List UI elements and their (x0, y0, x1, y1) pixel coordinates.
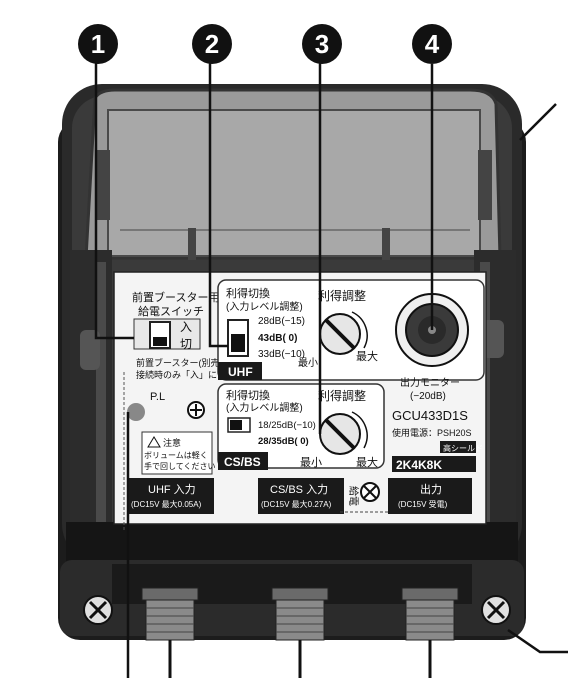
uhf-input-spec: (DC15V 最大0.05A) (131, 499, 202, 509)
csbs-adjust-min: 最小 (300, 456, 322, 469)
feed-switch-note-2: 接続時のみ「入」にす (136, 369, 226, 380)
model-info: GCU433D1S 使用電源：PSH20S 高シールド 2K4K8K (392, 408, 483, 472)
csbs-gain-title-1: 利得切換 (226, 389, 270, 402)
model-name: GCU433D1S (392, 408, 468, 423)
feed-switch-off: 切 (180, 337, 192, 351)
uhf-gain-switch-knob (231, 334, 245, 352)
pl-lamp (127, 403, 145, 421)
caution-line2: ボリュームは軽く (144, 451, 208, 460)
marker-4-label: 4 (425, 29, 440, 59)
left-lower-section: P.L 注意 ボリュームは軽く 手で回してください (123, 372, 216, 530)
feed-switch-section: 前置ブースター用 給電スイッチ 入 切 前置ブースター(別売) 接続時のみ「入」… (132, 290, 226, 380)
marker-4 (412, 24, 452, 64)
caution-line1: 注意 (163, 437, 181, 448)
marker-3-label: 3 (315, 29, 329, 59)
csbs-band-label: CS/BS (224, 455, 261, 469)
mount-screw-right-icon (481, 595, 511, 625)
number-markers: 1 2 3 4 (78, 24, 452, 64)
csbs-input-title: CS/BS 入力 (270, 483, 328, 496)
model-power: 使用電源：PSH20S (392, 427, 472, 438)
feed-switch-knob (153, 337, 167, 346)
marker-3 (302, 24, 342, 64)
csbs-adjust-title: 利得調整 (318, 388, 366, 403)
csbs-gain-switch-knob (230, 420, 242, 430)
uhf-gain-opt3: 33dB(−10) (258, 349, 305, 360)
csbs-input-spec: (DC15V 最大0.27A) (261, 499, 332, 509)
monitor-label-2: (−20dB) (410, 391, 446, 402)
feed-label: 給電 (347, 486, 360, 506)
uhf-gain-title-1: 利得切換 (226, 287, 270, 300)
csbs-adjust-max: 最大 (356, 455, 378, 469)
uhf-gain-opt2: 43dB( 0) (258, 333, 297, 344)
pl-label: P.L (150, 391, 165, 403)
output-spec: (DC15V 受電) (398, 499, 448, 509)
csbs-section: 利得切換 (入力レベル調整) 18/25dB(−10) 28/35dB( 0) … (217, 383, 385, 470)
caution-icon (147, 436, 161, 448)
caution-line3: 手で回してください (144, 461, 216, 471)
uhf-gain-opt1: 28dB(−15) (258, 316, 305, 327)
marker-1-label: 1 (91, 29, 105, 59)
feed-switch-title-2: 給電スイッチ (138, 304, 204, 318)
uhf-input-title: UHF 入力 (148, 483, 196, 496)
connectors (83, 587, 511, 678)
marker-2-label: 2 (205, 29, 219, 59)
uhf-adjust-title: 利得調整 (318, 288, 366, 303)
csbs-gain-opt2: 28/35dB( 0) (258, 436, 309, 447)
output-title: 出力 (420, 482, 442, 496)
output-connector[interactable] (401, 587, 459, 641)
marker-2 (192, 24, 232, 64)
csbs-gain-opt1: 18/25dB(−10) (258, 420, 316, 431)
monitor-label-1: 出力モニター (400, 376, 460, 389)
feed-switch-note-1: 前置ブースター(別売) (136, 357, 223, 368)
model-shield: 高シールド (443, 443, 483, 453)
csbs-input-connector[interactable] (271, 587, 329, 641)
feed-switch-on: 入 (180, 320, 192, 334)
marker-1 (78, 24, 118, 64)
leader-lines (94, 62, 568, 678)
feed-switch-title-1: 前置ブースター用 (132, 290, 219, 304)
uhf-gain-title-2: (入力レベル調整) (226, 300, 303, 313)
caution-box (141, 431, 213, 475)
uhf-band-label: UHF (228, 365, 253, 379)
csbs-gain-title-2: (入力レベル調整) (226, 401, 303, 414)
uhf-adjust-min: 最小 (298, 357, 318, 369)
uhf-input-connector[interactable] (141, 587, 199, 641)
model-badge: 2K4K8K (396, 458, 442, 472)
io-labels: UHF 入力 (DC15V 最大0.05A) CS/BS 入力 (DC15V 最… (128, 478, 472, 514)
mount-screw-left-icon (83, 595, 113, 625)
uhf-adjust-max: 最大 (356, 349, 378, 363)
